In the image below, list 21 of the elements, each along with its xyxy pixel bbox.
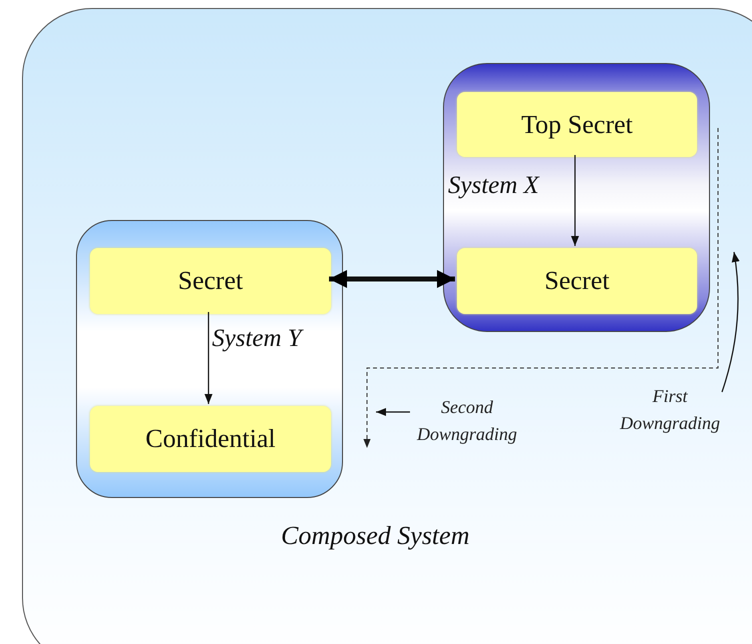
annotation-text: Second Downgrading [416, 396, 518, 446]
arrow [376, 408, 410, 416]
container-label: System Y [212, 325, 302, 353]
level-label: Top Secret [521, 110, 633, 140]
composed-system-panel [22, 8, 752, 644]
level-box [457, 92, 697, 157]
arrow [204, 312, 212, 404]
level-label: Confidential [146, 424, 276, 454]
arrow [329, 270, 455, 288]
system-container [443, 63, 710, 332]
arrow [571, 155, 579, 246]
container-label: Composed System [281, 521, 470, 551]
system-container [76, 220, 343, 498]
level-box [457, 248, 697, 314]
level-box [90, 406, 331, 472]
arrow [721, 252, 740, 392]
annotation-text: First Downgrading [618, 385, 721, 435]
level-box [90, 248, 331, 314]
container-label: System X [448, 172, 539, 200]
level-label: Secret [544, 266, 610, 296]
level-label: Secret [178, 266, 243, 296]
